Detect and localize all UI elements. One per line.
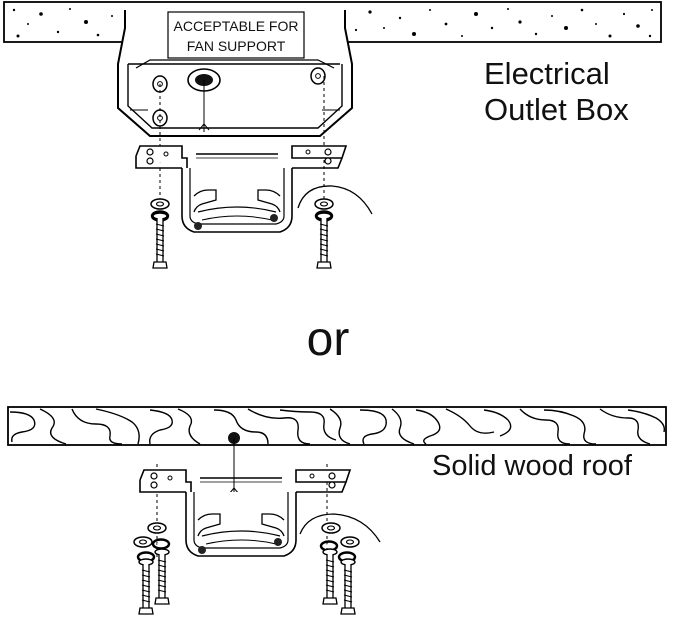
mounting-bracket-bottom [139,469,351,557]
box-label-line1: ACCEPTABLE FOR [174,18,299,34]
wood-beam [7,406,667,446]
washer-top-right [314,198,334,210]
outlet-box [117,10,353,137]
screw-top-left [152,212,168,269]
washer-top-left [150,198,170,210]
outlet-box-label-line2: Outlet Box [484,92,629,127]
washer-bottom-left [147,522,167,534]
lockwasher-bottom-left [151,538,171,550]
wood-roof-label: Solid wood roof [432,450,633,482]
screw-top-right [316,212,332,269]
wire-hole-bottom [228,432,240,496]
or-label: or [307,313,350,366]
outlet-box-label-line1: Electrical [484,56,610,91]
washer-bottom-right-2 [340,536,360,548]
screw-bottom-left-2 [154,548,170,605]
screw-bottom-right-2 [340,558,356,615]
alignment-lines-top [159,76,325,200]
box-label-line2: FAN SUPPORT [187,38,286,54]
wire-top [297,185,373,215]
wire-bottom [299,513,381,543]
screw-bottom-left-1 [138,558,154,615]
washer-bottom-left-2 [133,536,153,548]
screw-bottom-right-1 [322,548,338,605]
washer-bottom-right [321,522,341,534]
